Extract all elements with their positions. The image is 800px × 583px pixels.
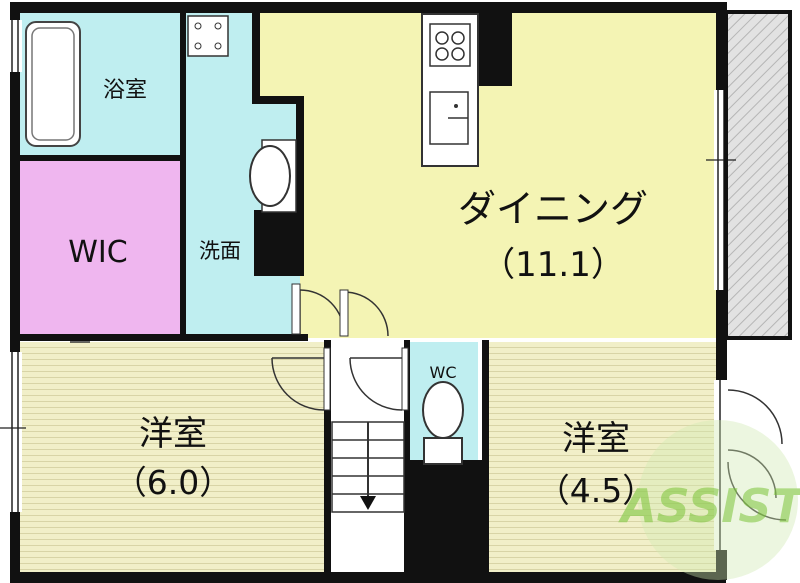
- western-left-label: 洋室: [139, 414, 207, 454]
- toilet: [422, 381, 464, 465]
- bath-label: 浴室: [103, 78, 147, 103]
- western-room-left: [20, 342, 326, 576]
- bathtub: [25, 21, 81, 147]
- assist-logo: ASSIST: [618, 420, 800, 580]
- stairs: [331, 421, 405, 513]
- balcony-frame: [724, 10, 792, 340]
- balcony: [728, 14, 790, 336]
- wic-label: WIC: [68, 235, 127, 270]
- door-jambs: [291, 283, 409, 411]
- dining-label: ダイニング: [458, 187, 648, 231]
- wic-room: [18, 160, 182, 338]
- walls: [10, 2, 727, 583]
- dining-room: [258, 12, 716, 338]
- western-left-size: （6.0）: [114, 463, 232, 502]
- washroom-label: 洗面: [199, 239, 241, 263]
- wc-label: WC: [430, 363, 457, 382]
- kitchen-counter: [421, 13, 479, 167]
- western-room-right: [488, 342, 716, 576]
- assist-logo-text: ASSIST: [618, 479, 800, 533]
- washing-machine: [187, 15, 229, 57]
- western-right-size: （4.5）: [537, 471, 655, 510]
- wash-basin: [249, 139, 297, 213]
- dining-size: （11.1）: [481, 245, 625, 285]
- western-right-label: 洋室: [562, 419, 630, 459]
